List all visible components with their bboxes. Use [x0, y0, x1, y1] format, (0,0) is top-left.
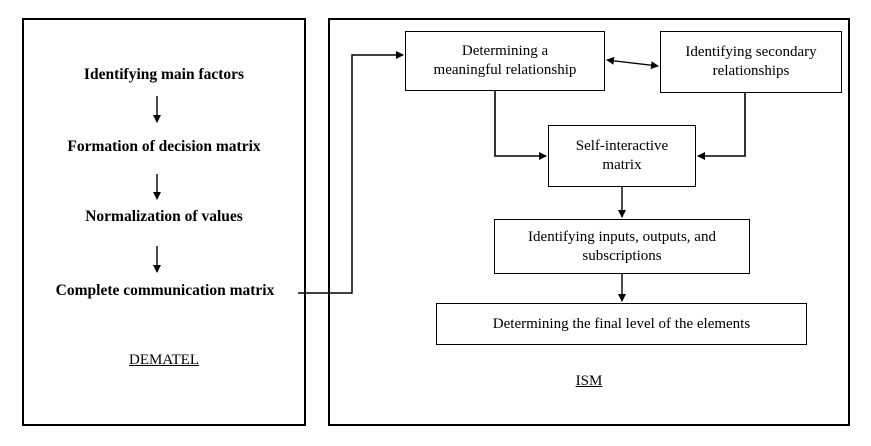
- dematel-panel: [22, 18, 306, 426]
- box-secondary-relationships-line-1: Identifying secondary: [685, 44, 817, 60]
- box-secondary-relationships-line-2: relationships: [712, 63, 790, 79]
- box-final-level-line-1: Determining the final level of the eleme…: [492, 315, 751, 332]
- step-complete-communication-matrix: Complete communication matrix: [55, 282, 275, 299]
- box-inputs-outputs-line-2: subscriptions: [582, 247, 662, 264]
- box-meaningful-relationship-line-2: meaningful relationship: [433, 62, 577, 78]
- box-inputs-outputs-line-1: Identifying inputs, outputs, and: [528, 228, 716, 245]
- box-self-interactive-line-2: matrix: [602, 157, 642, 173]
- step-formation-of-decision-matrix: Formation of decision matrix: [67, 138, 261, 155]
- ism-label: ISM: [575, 373, 603, 389]
- box-meaningful-relationship-line-1: Determining a: [461, 43, 549, 59]
- box-self-interactive-line-1: Self-interactive: [575, 138, 669, 154]
- dematel-label: DEMATEL: [129, 352, 199, 368]
- step-identifying-main-factors: Identifying main factors: [83, 66, 245, 83]
- box-secondary-relationships: Identifying secondary relationships: [660, 31, 842, 93]
- box-meaningful-relationship: Determining a meaningful relationship: [405, 31, 605, 91]
- step-normalization-of-values: Normalization of values: [85, 208, 243, 225]
- box-inputs-outputs: Identifying inputs, outputs, and subscri…: [494, 219, 750, 274]
- box-self-interactive-matrix: Self-interactive matrix: [548, 125, 696, 187]
- box-final-level: Determining the final level of the eleme…: [436, 303, 807, 345]
